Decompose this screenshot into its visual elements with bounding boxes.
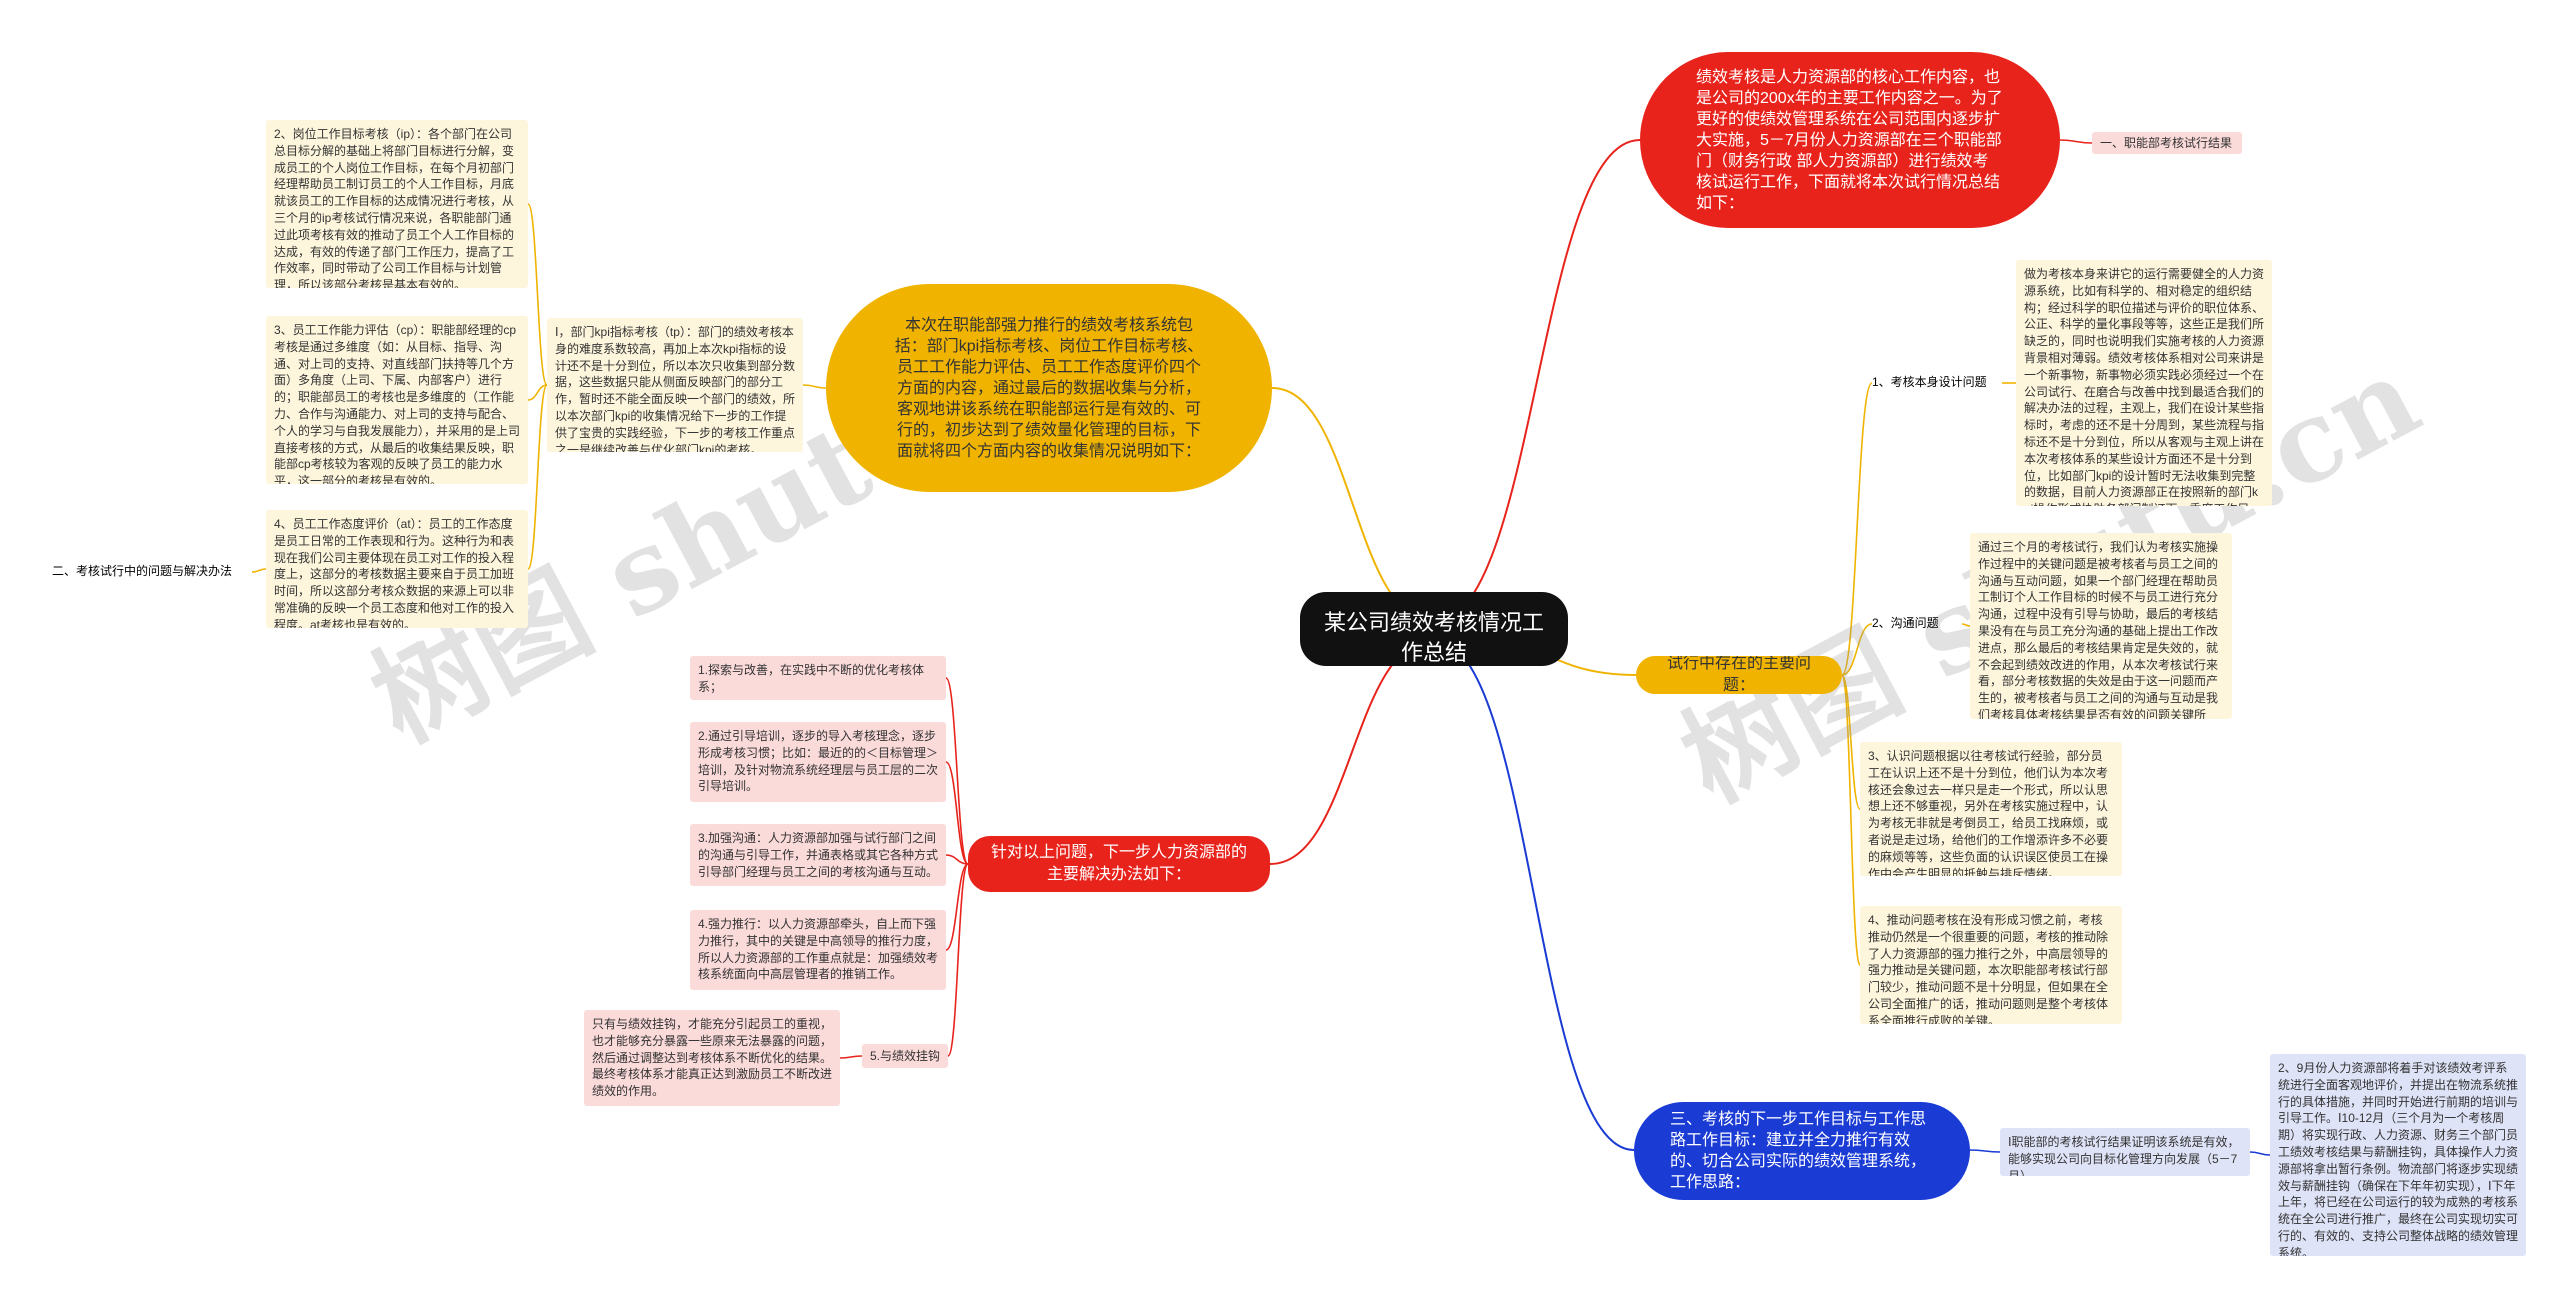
center-title: 某公司绩效考核情况工作总结 (1324, 610, 1545, 665)
connector-step1-step2 (2249, 1151, 2271, 1156)
solution-1: 1.探索与改善，在实践中不断的优化考核体系； (690, 656, 946, 700)
push-problem-text: 4、推动问题考核在没有形成习惯之前，考核推动仍然是一个很重要的问题，考核的推动除… (1860, 906, 2122, 1024)
connector-kpi-cp (527, 384, 548, 401)
solution-5-text: 只有与绩效挂钩，才能充分引起员工的重视，也才能够充分暴露一些原来无法暴露的问题，… (584, 1010, 840, 1106)
connector-center-system (1271, 387, 1435, 623)
connector-center-intro (1433, 139, 1641, 623)
topic-system-intro[interactable]: 本次在职能部强力推行的绩效考核系统包括：部门kpi指标考核、岗位工作目标考核、员… (826, 284, 1272, 492)
ip-review-text: 2、岗位工作目标考核（ip）：各个部门在公司总目标分解的基础上将部门目标进行分解… (266, 120, 528, 288)
connector-solution-1 (945, 677, 969, 865)
connector-kpi-ip (527, 203, 548, 386)
connector-problems-comm (1841, 623, 1873, 676)
connector-center-solutions (1269, 639, 1435, 865)
topic-solutions[interactable]: 针对以上问题，下一步人力资源部的主要解决办法如下： (968, 836, 1270, 892)
solution-5-label[interactable]: 5.与绩效挂钩 (862, 1044, 948, 1068)
connector-problems-design (1841, 382, 1873, 676)
topic-solutions-text: 针对以上问题，下一步人力资源部的主要解决办法如下： (990, 844, 1247, 883)
design-problem-label[interactable]: 1、考核本身设计问题 (1872, 375, 1987, 389)
problems-label[interactable]: 二、考核试行中的问题与解决办法 (52, 564, 233, 578)
connector-solution-2 (945, 761, 969, 865)
connector-goals-step1 (1969, 1149, 2001, 1153)
connector-intro-result (2059, 139, 2093, 144)
topic-summary-intro-text: 绩效考核是人力资源部的核心工作内容，也是公司的200x年的主要工作内容之一。为了… (1696, 68, 2003, 212)
solution-2: 2.通过引导培训，逐步的导入考核理念，逐步形成考核习惯；比如：最近的的＜目标管理… (690, 722, 946, 802)
center-topic[interactable]: 某公司绩效考核情况工作总结 (1300, 592, 1568, 666)
connector-solution-5-text (839, 1055, 863, 1059)
connector-problems-cognition (1841, 674, 1861, 810)
next-step-1: Ⅰ职能部的考核试行结果证明该系统是有效，能够实现公司向目标化管理方向发展（5－7… (2000, 1128, 2250, 1176)
connector-comm-text (1961, 623, 1971, 627)
kpi-review-text: Ⅰ，部门kpi指标考核（tp）：部门的绩效考核本身的难度系数较高，再加上本次kp… (547, 318, 803, 452)
design-problem-text: 做为考核本身来讲它的运行需要健全的人力资源系统，比如有科学的、相对稳定的组织结构… (2016, 260, 2272, 506)
result-label[interactable]: 一、职能部考核试行结果 (2092, 132, 2242, 154)
topic-summary-intro[interactable]: 绩效考核是人力资源部的核心工作内容，也是公司的200x年的主要工作内容之一。为了… (1640, 52, 2060, 228)
connector-problems-push (1841, 674, 1861, 966)
topic-main-problems[interactable]: 试行中存在的主要问题： (1636, 656, 1842, 694)
communication-problem-label[interactable]: 2、沟通问题 (1872, 616, 1939, 630)
connector-solution-3 (945, 854, 969, 865)
topic-next-goals-text: 三、考核的下一步工作目标与工作思路工作目标：建立并全力推行有效的、切合公司实际的… (1670, 1111, 1927, 1191)
topic-next-goals[interactable]: 三、考核的下一步工作目标与工作思路工作目标：建立并全力推行有效的、切合公司实际的… (1634, 1102, 1970, 1200)
cp-review-text: 3、员工工作能力评估（cp）：职能部经理的cp考核是通过多维度（如：从目标、指导… (266, 316, 528, 484)
connector-at-problems (251, 568, 267, 573)
solution-3: 3.加强沟通：人力资源部加强与试行部门之间的沟通与引导工作，并通表格或其它各种方… (690, 824, 946, 886)
topic-main-problems-text: 试行中存在的主要问题： (1666, 656, 1811, 694)
at-review-text: 4、员工工作态度评价（at）：员工的工作态度是员工日常的工作表现和行为。这种行为… (266, 510, 528, 628)
connector-solution-4 (945, 863, 969, 951)
connector-center-goals (1433, 639, 1635, 1151)
connector-solution-5 (947, 863, 969, 1057)
cognition-problem-text: 3、认识问题根据以往考核试行经验，部分员工在认识上还不是十分到位，他们认为本次考… (1860, 742, 2122, 876)
connector-system-kpi (802, 384, 827, 389)
next-step-2: 2、9月份人力资源部将着手对该绩效考评系统进行全面客观地评价，并提出在物流系统推… (2270, 1054, 2526, 1256)
connector-kpi-at (527, 384, 548, 570)
topic-system-intro-text: 本次在职能部强力推行的绩效考核系统包括：部门kpi指标考核、岗位工作目标考核、员… (894, 316, 1204, 460)
solution-4: 4.强力推行：以人力资源部牵头，自上而下强力推行，其中的关键是中高领导的推行力度… (690, 910, 946, 990)
communication-problem-text: 通过三个月的考核试行，我们认为考核实施操作过程中的关键问题是被考核者与员工之间的… (1970, 533, 2232, 719)
